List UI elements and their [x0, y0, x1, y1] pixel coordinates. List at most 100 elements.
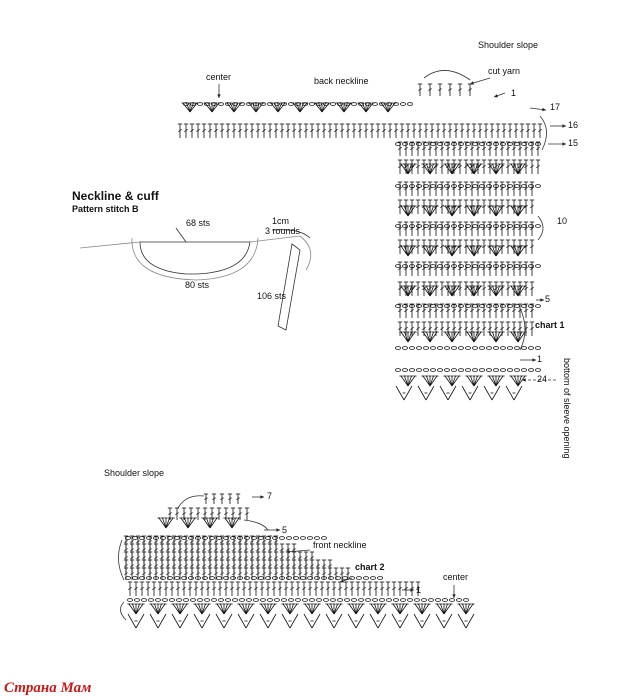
fan-post [321, 102, 326, 113]
chain-stitch [300, 576, 306, 580]
dc-cross [410, 226, 414, 231]
dc-cross [518, 326, 522, 331]
turn-curve [118, 539, 125, 581]
fan-post [165, 517, 174, 529]
dc-cross [250, 128, 254, 133]
dc-stitch [273, 567, 279, 580]
fan-post [495, 375, 504, 387]
fan-post [407, 285, 416, 297]
dc-stitch [277, 581, 283, 596]
dc-stitch [523, 141, 529, 156]
fan-post [289, 603, 298, 615]
shell-fan [335, 102, 353, 113]
dc-cross [536, 146, 540, 151]
dc-stitch [505, 221, 511, 236]
chain-stitch [458, 368, 464, 372]
dc-cross [214, 556, 218, 559]
dc-cross [464, 226, 468, 231]
shell-fan [421, 285, 439, 297]
dc-cross [250, 572, 254, 575]
dc-stitch [523, 159, 529, 174]
dc-stitch [439, 159, 445, 174]
dc-stitch [475, 303, 481, 318]
shell-fan [487, 331, 505, 343]
fan-post [198, 603, 203, 615]
dc-stitch [463, 221, 469, 236]
shell-fan [237, 603, 255, 615]
dc-cross [398, 308, 402, 313]
dc-stitch [297, 123, 303, 138]
chain-stitch [423, 264, 429, 268]
dc-cross [428, 308, 432, 313]
dc-stitch [439, 303, 445, 318]
dc-cross [326, 586, 330, 591]
dc-cross [268, 128, 272, 133]
dc-cross [238, 564, 242, 567]
chain-stitch [400, 598, 406, 602]
dc-stitch [171, 567, 177, 580]
chain-stitch [528, 304, 534, 308]
chain-stitch [216, 536, 222, 540]
dc-cross [256, 128, 260, 133]
chart1-back-neckline-label: back neckline [314, 76, 369, 86]
fan-post [343, 102, 348, 113]
chain-stitch [456, 598, 462, 602]
dc-cross [446, 186, 450, 191]
fan-post [128, 603, 137, 615]
dc-stitch [283, 581, 289, 596]
dc-cross [464, 186, 468, 191]
dc-stitch [285, 123, 291, 138]
dc-cross [220, 564, 224, 567]
chain-stitch [430, 142, 436, 146]
dc-stitch [315, 123, 321, 138]
chart2-shoulder-slope-label: Shoulder slope [104, 468, 164, 478]
chain-stitch [486, 264, 492, 268]
dc-cross [214, 128, 218, 133]
dc-stitch [451, 221, 457, 236]
dc-cross [268, 548, 272, 551]
fan-post [473, 163, 478, 175]
dc-cross [226, 548, 230, 551]
dc-stitch [397, 581, 403, 596]
chain-stitch [328, 576, 334, 580]
dc-stitch [303, 567, 309, 580]
shell-fan [223, 517, 241, 529]
dc-cross [506, 146, 510, 151]
dc-cross [164, 586, 168, 591]
dc-cross [214, 540, 218, 543]
dc-stitch [165, 567, 171, 580]
dc-cross [256, 564, 260, 567]
dc-cross [208, 128, 212, 133]
dc-stitch [487, 281, 493, 296]
dc-stitch [427, 261, 433, 276]
dc-stitch [177, 123, 183, 138]
fan-post [304, 603, 313, 615]
chain-stitch [153, 576, 159, 580]
dc-cross [200, 586, 204, 591]
fan-post [473, 285, 478, 297]
dc-stitch [175, 581, 181, 596]
cluster-leg [135, 613, 145, 629]
fan-post [426, 245, 431, 257]
fan-post [426, 331, 431, 343]
dc-cross [231, 512, 235, 515]
chain-stitch [395, 142, 401, 146]
fan-post [422, 331, 431, 343]
shell-fan [225, 102, 243, 113]
dc-cross [292, 128, 296, 133]
dc-cross [196, 540, 200, 543]
fan-post [492, 205, 497, 217]
shell-fan [181, 102, 199, 113]
cluster-v [171, 613, 189, 629]
dc-cross [446, 226, 450, 231]
chain-stitch [244, 576, 250, 580]
dc-cross [406, 128, 410, 133]
chain-stitch [309, 102, 315, 106]
dc-stitch [405, 123, 411, 138]
chain-stitch [442, 598, 448, 602]
fan-post [510, 163, 519, 175]
fan-post [492, 245, 497, 257]
chain-stitch [423, 304, 429, 308]
fan-post [488, 285, 497, 297]
shell-fan [487, 375, 505, 387]
